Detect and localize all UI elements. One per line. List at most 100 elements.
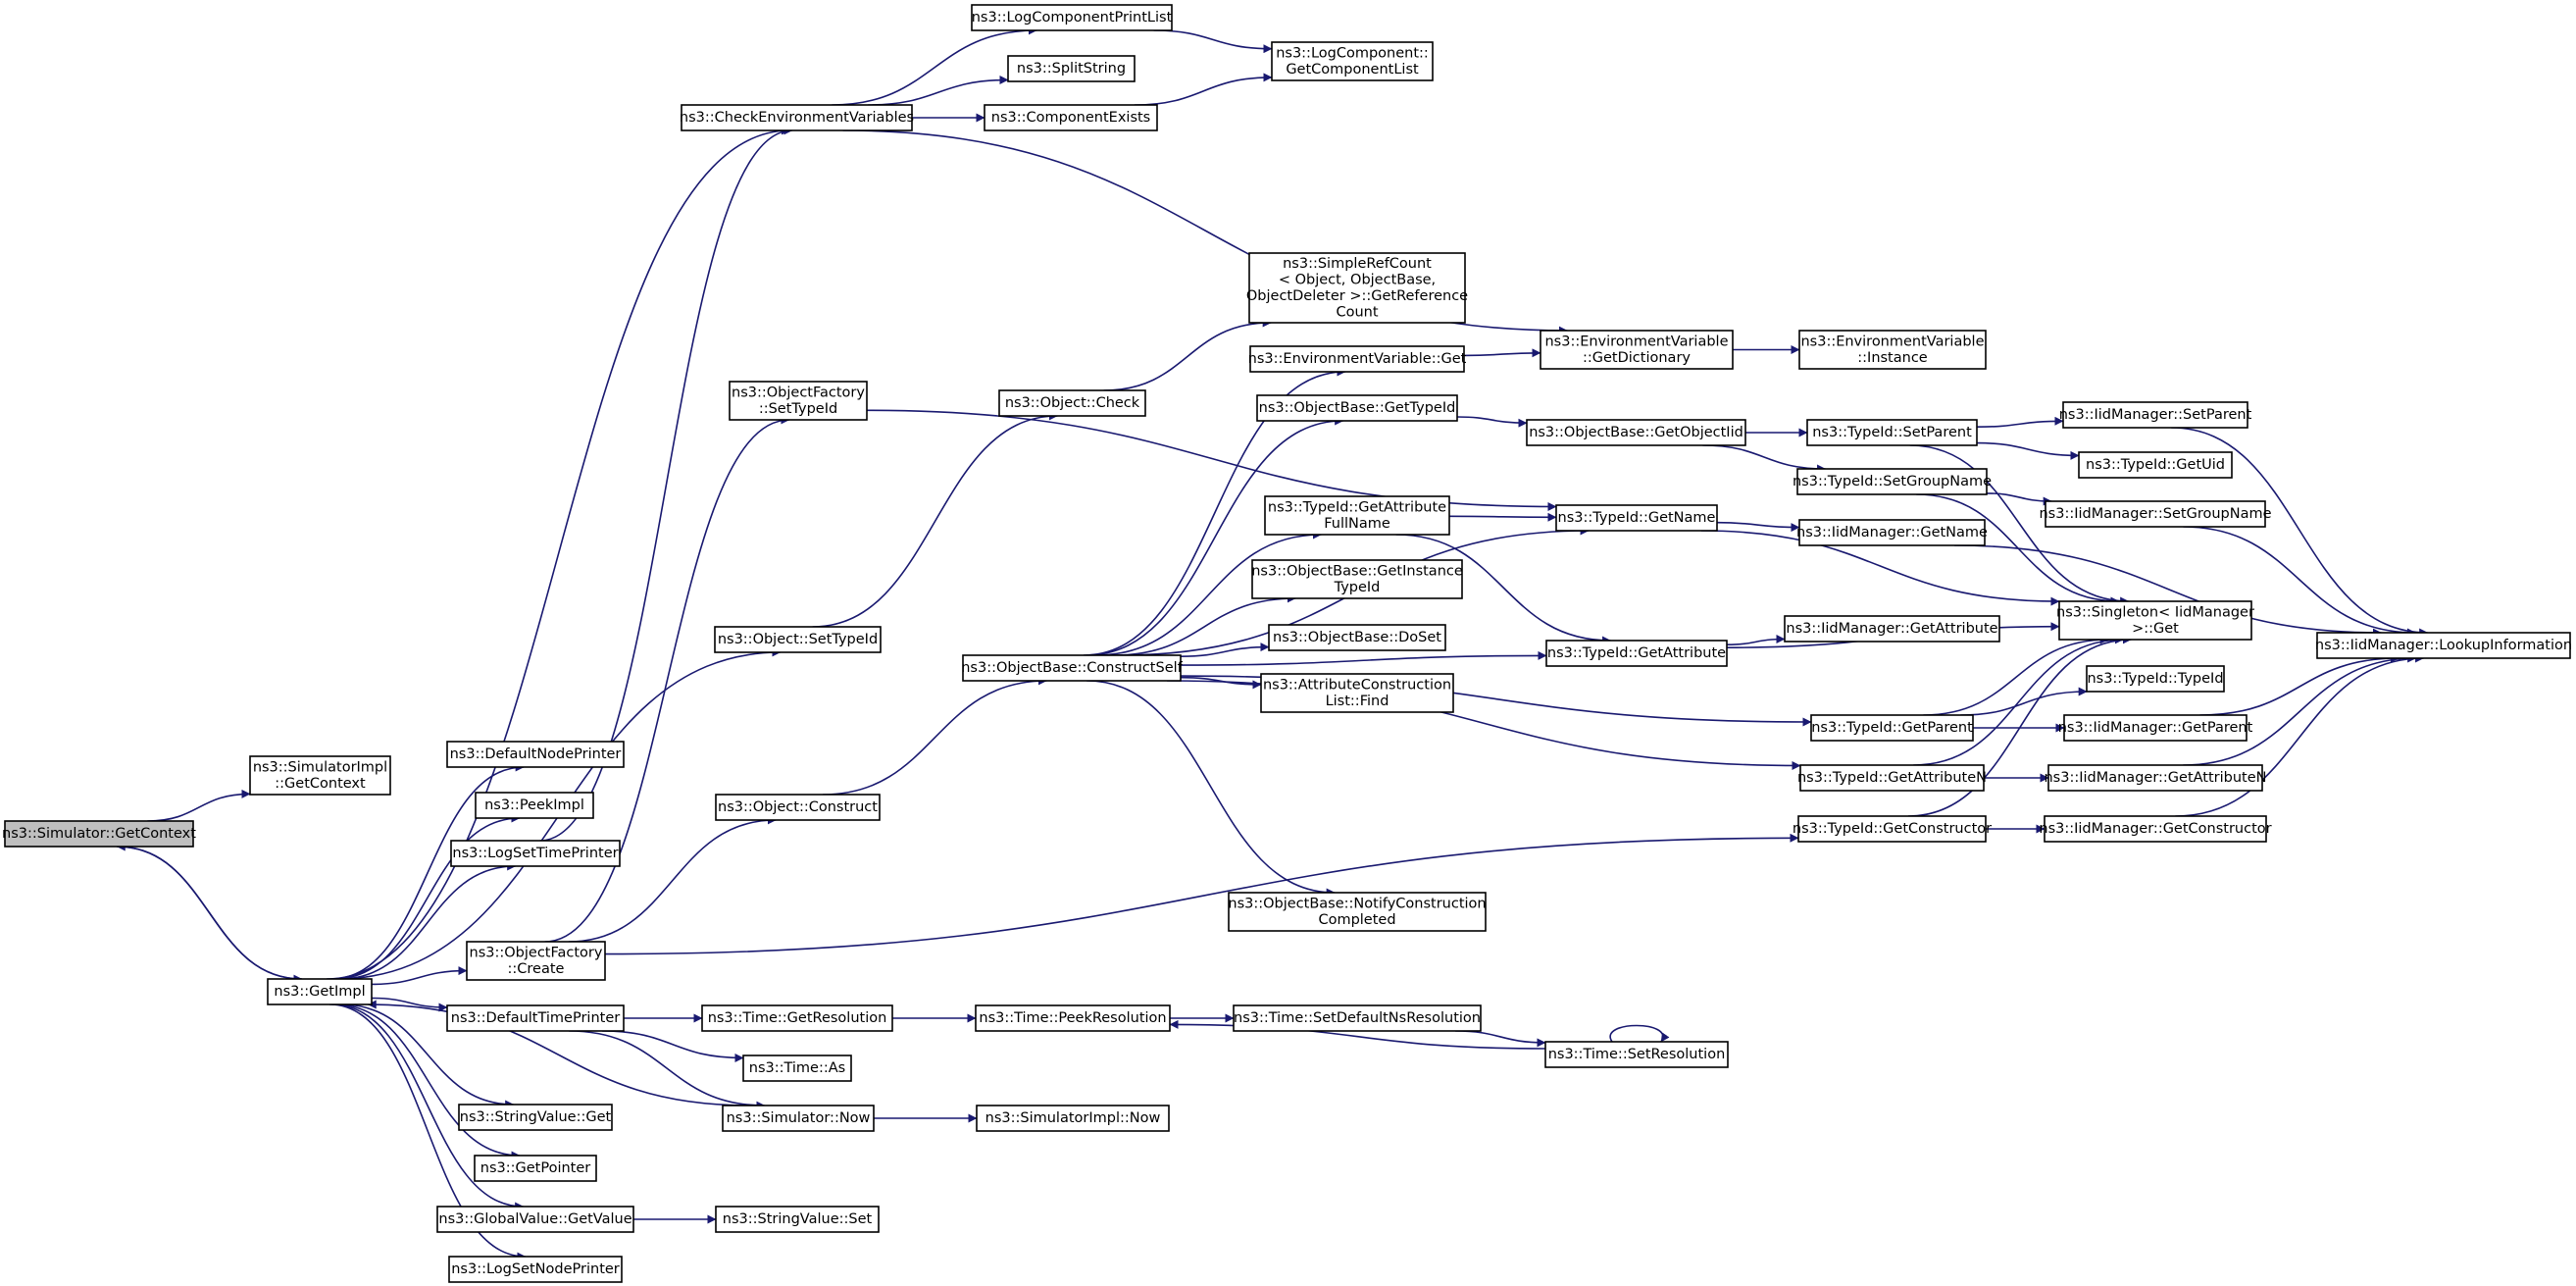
edge-object_construct-to-object_base_construct_self bbox=[823, 676, 1047, 796]
node-split_string[interactable]: ns3::SplitString bbox=[1007, 55, 1136, 82]
node-singleton_get[interactable]: ns3::Singleton< IidManager >::Get bbox=[2056, 600, 2254, 641]
node-box bbox=[1806, 419, 1978, 446]
node-log_component_print_list[interactable]: ns3::LogComponentPrintList bbox=[971, 4, 1173, 31]
node-typeid_typeid[interactable]: ns3::TypeId::TypeId bbox=[2086, 665, 2225, 693]
node-label-line: ns3::LogComponentPrintList bbox=[972, 10, 1173, 26]
node-env_var_get[interactable]: ns3::EnvironmentVariable::Get bbox=[1248, 345, 1467, 373]
node-object_base_get_type_id[interactable]: ns3::ObjectBase::GetTypeId bbox=[1256, 394, 1458, 422]
node-iid_manager_set_group_name[interactable]: ns3::IidManager::SetGroupName bbox=[2039, 500, 2272, 528]
edge-get_impl-to-check_env_vars bbox=[327, 126, 790, 980]
node-box bbox=[2078, 451, 2233, 479]
node-label-line: ns3::ObjectBase::GetTypeId bbox=[1259, 400, 1456, 416]
node-simimpl_getcontext[interactable]: ns3::SimulatorImpl::GetContext bbox=[249, 755, 391, 796]
edge-get_impl-to-string_value_get bbox=[341, 1003, 515, 1109]
edge-object_factory_set_type_id-to-typeid_get_name bbox=[866, 409, 1557, 511]
edge-typeid_get_name-to-iid_manager_get_name bbox=[1716, 521, 1800, 533]
node-object_base_construct_self[interactable]: ns3::ObjectBase::ConstructSelf bbox=[961, 654, 1184, 682]
node-label-line: ns3::Simulator::Now bbox=[727, 1110, 871, 1126]
node-iid_manager_get_parent[interactable]: ns3::IidManager::GetParent bbox=[2058, 714, 2253, 742]
node-iid_manager_get_attribute_n[interactable]: ns3::IidManager::GetAttributeN bbox=[2044, 764, 2267, 792]
node-label-line: ns3::GlobalValue::GetValue bbox=[438, 1211, 631, 1227]
node-log_set_node_printer[interactable]: ns3::LogSetNodePrinter bbox=[448, 1256, 623, 1283]
node-env_var_get_dictionary[interactable]: ns3::EnvironmentVariable::GetDictionary bbox=[1540, 330, 1734, 370]
node-iid_manager_lookup_information[interactable]: ns3::IidManager::LookupInformation bbox=[2315, 632, 2572, 659]
node-label-line: ns3::IidManager::GetName bbox=[1796, 525, 1988, 540]
node-string_value_set[interactable]: ns3::StringValue::Set bbox=[715, 1206, 880, 1233]
node-typeid_get_name[interactable]: ns3::TypeId::GetName bbox=[1555, 504, 1718, 532]
node-object_factory_create[interactable]: ns3::ObjectFactory::Create bbox=[466, 941, 606, 981]
node-typeid_set_parent[interactable]: ns3::TypeId::SetParent bbox=[1806, 419, 1978, 446]
node-label-line: ns3::IidManager::SetParent bbox=[2059, 407, 2252, 423]
node-time_as[interactable]: ns3::Time::As bbox=[742, 1055, 852, 1082]
node-label-line: ns3::EnvironmentVariable bbox=[1800, 334, 1984, 349]
node-get_impl[interactable]: ns3::GetImpl bbox=[267, 978, 373, 1005]
node-typeid_get_parent[interactable]: ns3::TypeId::GetParent bbox=[1810, 714, 1974, 742]
node-box bbox=[715, 794, 881, 821]
node-box bbox=[2086, 665, 2225, 693]
node-typeid_get_constructor[interactable]: ns3::TypeId::GetConstructor bbox=[1793, 815, 1992, 843]
node-iid_manager_get_attribute[interactable]: ns3::IidManager::GetAttribute bbox=[1784, 615, 2000, 643]
node-object_construct[interactable]: ns3::Object::Construct bbox=[715, 794, 881, 821]
edge-env_var_get-to-env_var_get_dictionary bbox=[1463, 348, 1541, 358]
edge-get_impl-to-global_value_get_value bbox=[331, 1003, 525, 1211]
node-label-line: ns3::IidManager::LookupInformation bbox=[2315, 638, 2572, 653]
node-get_context[interactable]: ns3::Simulator::GetContext bbox=[2, 820, 196, 848]
node-iid_manager_set_parent[interactable]: ns3::IidManager::SetParent bbox=[2059, 401, 2252, 429]
node-box bbox=[474, 1155, 597, 1182]
node-object_base_get_object_iid[interactable]: ns3::ObjectBase::GetObjectIid bbox=[1526, 419, 1746, 446]
node-box bbox=[2063, 714, 2248, 742]
node-object_base_do_set[interactable]: ns3::ObjectBase::DoSet bbox=[1268, 624, 1446, 651]
node-label-line: ns3::TypeId::GetParent bbox=[1811, 720, 1973, 736]
node-log_set_time_printer[interactable]: ns3::LogSetTimePrinter bbox=[450, 840, 621, 867]
node-box bbox=[4, 820, 194, 848]
node-object_set_type_id[interactable]: ns3::Object::SetTypeId bbox=[714, 626, 882, 653]
node-box bbox=[446, 741, 625, 768]
node-label-line: List::Find bbox=[1326, 694, 1389, 709]
node-time_set_resolution[interactable]: ns3::Time::SetResolution bbox=[1544, 1041, 1729, 1068]
edge-get_impl-to-get_pointer bbox=[334, 1003, 521, 1160]
node-env_var_instance[interactable]: ns3::EnvironmentVariable::Instance bbox=[1798, 330, 1987, 370]
node-label-line: ns3::GetPointer bbox=[480, 1160, 591, 1176]
node-typeid_get_attribute[interactable]: ns3::TypeId::GetAttribute bbox=[1545, 640, 1728, 667]
node-typeid_set_group_name[interactable]: ns3::TypeId::SetGroupName bbox=[1793, 468, 1992, 495]
node-label-line: ::SetTypeId bbox=[759, 401, 837, 417]
node-default_time_printer[interactable]: ns3::DefaultTimePrinter bbox=[446, 1004, 625, 1032]
node-peek_impl[interactable]: ns3::PeekImpl bbox=[475, 792, 594, 819]
node-string_value_get[interactable]: ns3::StringValue::Get bbox=[458, 1104, 613, 1131]
node-object_base_notify_construction[interactable]: ns3::ObjectBase::NotifyConstructionCompl… bbox=[1228, 892, 1487, 932]
node-label-line: ns3::Time::PeekResolution bbox=[979, 1010, 1166, 1026]
node-time_set_default_ns_resolution[interactable]: ns3::Time::SetDefaultNsResolution bbox=[1233, 1004, 1482, 1032]
node-default_node_printer[interactable]: ns3::DefaultNodePrinter bbox=[446, 741, 625, 768]
node-component_exists[interactable]: ns3::ComponentExists bbox=[984, 104, 1158, 131]
node-box bbox=[446, 1004, 625, 1032]
node-check_env_vars[interactable]: ns3::CheckEnvironmentVariables bbox=[680, 104, 914, 131]
node-box bbox=[975, 1004, 1171, 1032]
node-iid_manager_get_constructor[interactable]: ns3::IidManager::GetConstructor bbox=[2039, 815, 2272, 843]
node-label-line: ns3::TypeId::GetAttribute bbox=[1547, 645, 1726, 661]
node-global_value_get_value[interactable]: ns3::GlobalValue::GetValue bbox=[436, 1206, 634, 1233]
node-simple_ref_count[interactable]: ns3::SimpleRefCount< Object, ObjectBase,… bbox=[1246, 252, 1468, 324]
node-typeid_get_uid[interactable]: ns3::TypeId::GetUid bbox=[2078, 451, 2233, 479]
node-object_factory_set_type_id[interactable]: ns3::ObjectFactory::SetTypeId bbox=[729, 381, 868, 421]
node-get_pointer[interactable]: ns3::GetPointer bbox=[474, 1155, 597, 1182]
node-simulator_now[interactable]: ns3::Simulator::Now bbox=[722, 1105, 875, 1132]
node-time_peek_resolution[interactable]: ns3::Time::PeekResolution bbox=[975, 1004, 1171, 1032]
node-object_check[interactable]: ns3::Object::Check bbox=[998, 389, 1146, 417]
edge-object_base_construct_self-to-object_base_get_type_id bbox=[1086, 416, 1344, 656]
node-log_component_get_list[interactable]: ns3::LogComponent::GetComponentList bbox=[1271, 41, 1434, 81]
node-time_get_resolution[interactable]: ns3::Time::GetResolution bbox=[701, 1004, 893, 1032]
node-simimpl_now[interactable]: ns3::SimulatorImpl::Now bbox=[976, 1105, 1170, 1132]
node-iid_manager_get_name[interactable]: ns3::IidManager::GetName bbox=[1796, 519, 1988, 546]
node-label-line: ns3::Time::GetResolution bbox=[708, 1010, 887, 1026]
node-box bbox=[998, 389, 1146, 417]
edge-get_impl-to-default_node_printer bbox=[330, 762, 525, 980]
node-label-line: TypeId bbox=[1334, 580, 1381, 595]
edge-object_factory_create-to-object_construct bbox=[568, 815, 777, 943]
node-typeid_get_attribute_n[interactable]: ns3::TypeId::GetAttributeN bbox=[1797, 764, 1987, 792]
edge-time_set_resolution-to-time_set_resolution bbox=[1609, 1024, 1670, 1043]
edge-iid_manager_get_constructor-to-iid_manager_lookup_information bbox=[2175, 653, 2425, 817]
node-label-line: ns3::IidManager::GetAttributeN bbox=[2044, 770, 2266, 786]
